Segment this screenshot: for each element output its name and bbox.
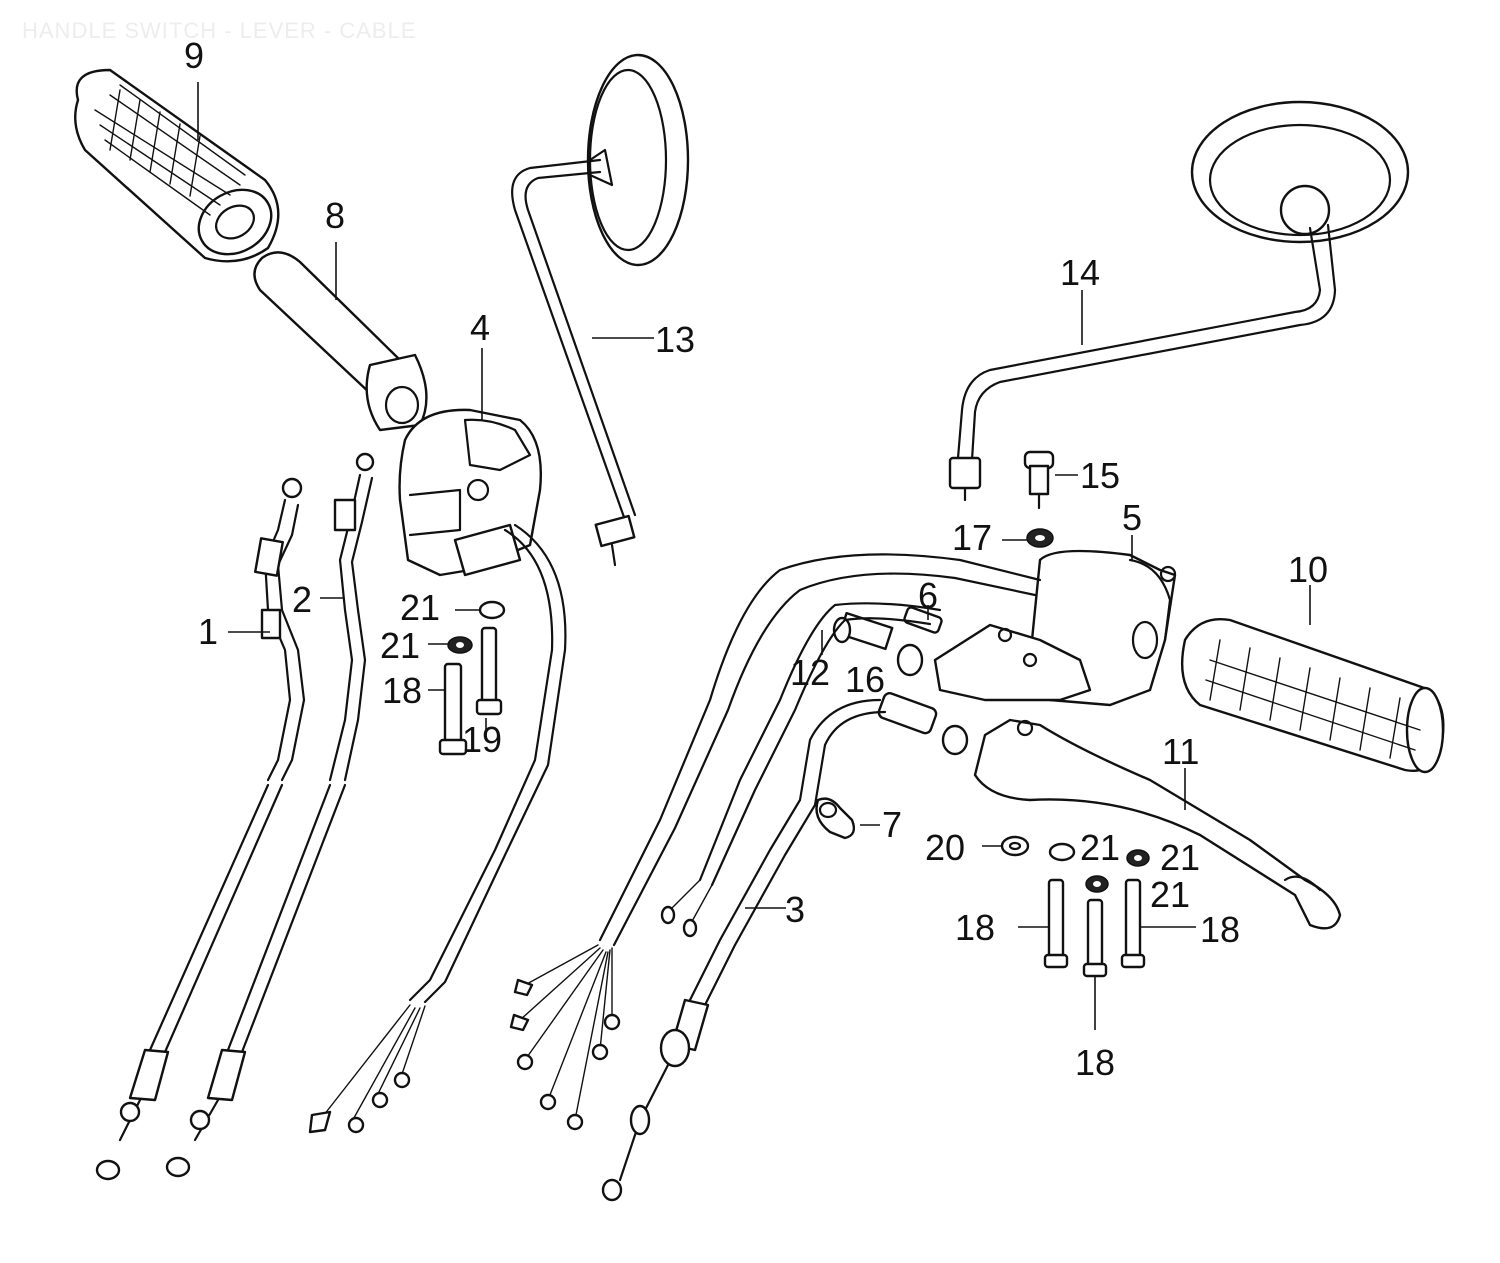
- label-15: 15: [1080, 455, 1120, 496]
- label-7: 7: [882, 804, 902, 845]
- label-21-lower-left: 21: [380, 625, 420, 666]
- lever-bracket: [933, 623, 1092, 702]
- right-switch-harness: [509, 553, 1042, 1131]
- pivot-bolt: [832, 611, 894, 651]
- label-3: 3: [785, 889, 805, 930]
- clutch-cable: [601, 692, 969, 1202]
- label-18-c: 18: [1200, 909, 1240, 950]
- label-5: 5: [1122, 497, 1142, 538]
- label-9: 9: [184, 35, 204, 76]
- nut-16: [896, 643, 924, 677]
- leader-lines: [197, 82, 1311, 1030]
- right-mirror: [948, 100, 1410, 502]
- label-13: 13: [655, 319, 695, 360]
- screw-18-left: [438, 662, 468, 756]
- label-8: 8: [325, 195, 345, 236]
- label-2: 2: [292, 579, 312, 620]
- label-21-upper-left: 21: [400, 587, 440, 628]
- throttle-pipe: [253, 251, 428, 432]
- label-4: 4: [470, 307, 490, 348]
- left-switch-harness: [308, 523, 567, 1134]
- right-grip: [1181, 618, 1445, 774]
- label-18-a: 18: [955, 907, 995, 948]
- label-1: 1: [198, 611, 218, 652]
- label-18-b: 18: [1075, 1042, 1115, 1083]
- washer-20: [1000, 835, 1030, 857]
- label-19: 19: [462, 719, 502, 760]
- left-grip: [74, 68, 280, 263]
- label-18-left: 18: [382, 670, 422, 711]
- mirror-bolt: [1023, 450, 1055, 510]
- part-labels: 9 8 4 13 14 15 17 5 10 11 1 2 21 21 18 1…: [184, 35, 1328, 1083]
- label-21-a: 21: [1080, 827, 1120, 868]
- label-14: 14: [1060, 252, 1100, 293]
- throttle-cable-2: [165, 452, 375, 1178]
- screw-18-a: [1043, 878, 1069, 969]
- clutch-lever: [973, 718, 1342, 930]
- washer-21-upper-left: [478, 600, 506, 620]
- label-17: 17: [952, 517, 992, 558]
- screw-18-c: [1120, 878, 1146, 969]
- label-6: 6: [918, 575, 938, 616]
- screw-18-b: [1082, 898, 1108, 978]
- throttle-cable-1: [95, 477, 306, 1181]
- label-21-c: 21: [1150, 874, 1190, 915]
- label-10: 10: [1288, 549, 1328, 590]
- washer-21-a: [1048, 842, 1076, 862]
- washer-21-b: [1126, 849, 1150, 867]
- diagram-title: HANDLE SWITCH - LEVER - CABLE: [22, 18, 417, 43]
- label-20: 20: [925, 827, 965, 868]
- clip-7: [815, 797, 856, 840]
- washer-17: [1026, 528, 1054, 548]
- label-16: 16: [845, 659, 885, 700]
- screw-6: [903, 606, 943, 634]
- label-11: 11: [1162, 731, 1199, 772]
- screw-19: [475, 626, 503, 716]
- washer-21-c: [1085, 875, 1109, 893]
- left-switch-housing: [398, 408, 542, 577]
- left-mirror: [511, 53, 690, 567]
- label-12: 12: [790, 652, 830, 693]
- washer-21-lower-left: [447, 636, 473, 654]
- label-21-b: 21: [1160, 837, 1200, 878]
